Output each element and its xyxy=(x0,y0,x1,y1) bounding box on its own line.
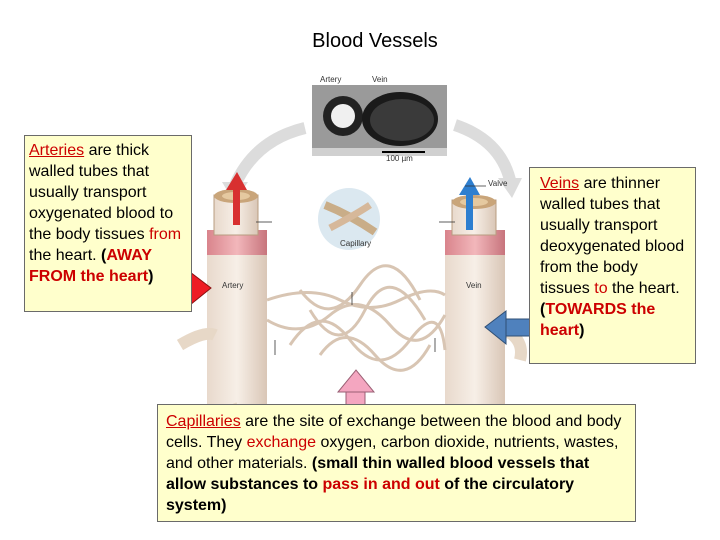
arteries-term: Arteries xyxy=(29,142,85,159)
valve-label: Valve xyxy=(488,179,508,188)
veins-paren-close: ) xyxy=(579,322,585,339)
capillaries-text-box: Capillaries are the site of exchange bet… xyxy=(157,404,636,522)
micrograph-vein-label: Vein xyxy=(372,75,388,84)
pink-pointer-arrow xyxy=(336,369,376,407)
scale-bar-label: 100 µm xyxy=(386,154,413,163)
arteries-paren-open: ( xyxy=(101,247,107,264)
capillaries-bold-2: of the circulatory system) xyxy=(166,476,575,514)
veins-towards: TOWARDS xyxy=(545,301,627,318)
veins-text-box: Veins are thinner walled tubes that usua… xyxy=(529,167,696,364)
grey-arrow-right xyxy=(452,119,516,182)
arteries-text-1: are thick walled tubes that usually tran… xyxy=(29,142,174,243)
capillary-label: Capillary xyxy=(340,239,371,248)
capillaries-pass: pass in and out xyxy=(322,476,440,493)
vein-flow-arrow xyxy=(466,195,473,230)
veins-to: to xyxy=(594,280,608,297)
vein-label: Vein xyxy=(466,281,482,290)
capillary-bed xyxy=(266,264,447,372)
artery-label: Artery xyxy=(222,281,243,290)
artery-flow-arrow xyxy=(233,190,240,225)
page-title: Blood Vessels xyxy=(312,30,438,52)
veins-term: Veins xyxy=(540,175,580,192)
arteries-away: AWAY FROM the heart xyxy=(29,247,152,285)
arteries-from: from xyxy=(149,226,182,243)
vein-illustration xyxy=(445,195,527,405)
capillaries-term: Capillaries xyxy=(166,413,241,430)
arteries-text-2: the heart. xyxy=(29,247,102,264)
arteries-paren-close: ) xyxy=(148,268,154,285)
veins-the-heart: the heart xyxy=(540,301,656,339)
capillaries-exchange: exchange xyxy=(246,434,317,451)
veins-text-2: the heart. xyxy=(607,280,680,297)
capillary-inset xyxy=(318,188,380,250)
capillaries-text-1: are the site of exchange between the blo… xyxy=(166,413,622,451)
grey-arrow-left xyxy=(229,122,307,188)
veins-text-1: are thinner walled tubes that usually tr… xyxy=(540,175,685,297)
micrograph-image xyxy=(312,85,447,156)
capillaries-text-2: oxygen, carbon dioxide, nutrients, waste… xyxy=(166,434,619,472)
veins-paren-open: ( xyxy=(540,301,546,318)
grey-arrowhead-right xyxy=(498,178,522,198)
arteries-text-box: Arteries are thick walled tubes that usu… xyxy=(24,135,192,312)
capillaries-bold-1: (small thin walled blood vessels that al… xyxy=(166,455,590,493)
micrograph-artery-label: Artery xyxy=(320,75,341,84)
